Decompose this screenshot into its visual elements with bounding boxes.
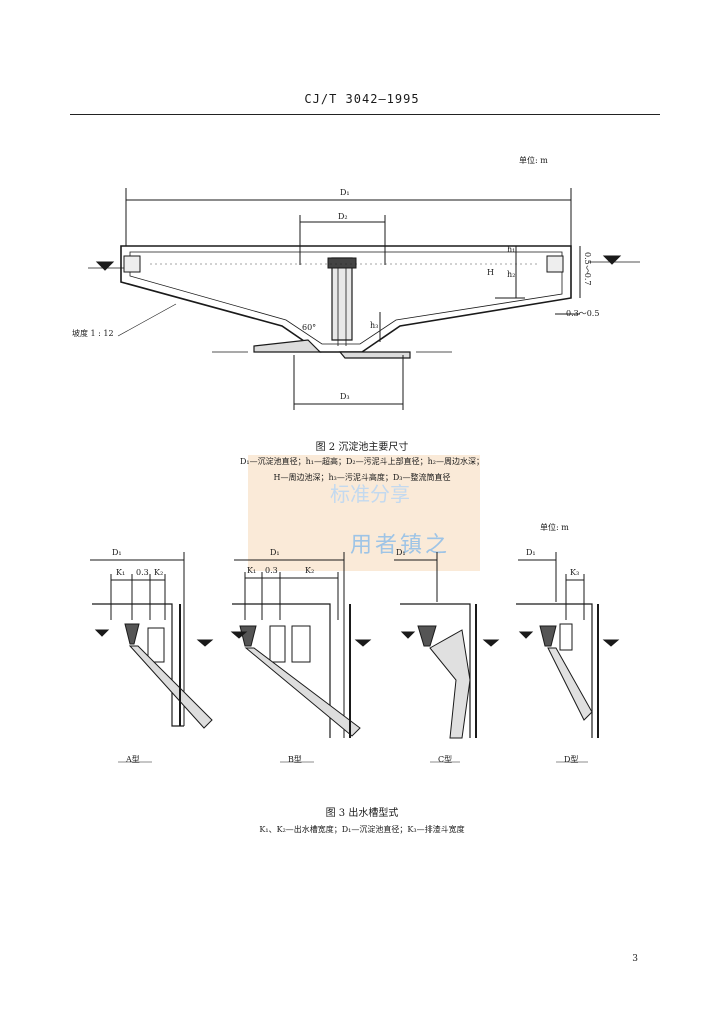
panel-a-d1-label: D₁ [112,548,122,557]
fig2-legend-line2: H—周边池深；h₃—污泥斗高度；D₃—整流筒直径 [273,473,451,482]
label-d1-top: D₁ [340,188,350,197]
panel-d-type-label: D型 [564,755,579,764]
panel-c-type-label: C型 [438,755,453,764]
panel-d-drawing [516,552,620,738]
panel-a-k1-label: K₁ [116,568,126,577]
watermark-text: 用者镇之 [350,533,451,558]
standard-code-header: CJ/T 3042—1995 [304,92,420,106]
panel-c-drawing [394,552,500,739]
panel-c-d1-label: D₁ [396,548,406,557]
panel-b-type-label: B型 [288,755,302,764]
label-h1: h₁ [507,245,516,254]
label-angle: 60° [302,323,317,332]
fig2-caption: 图 2 沉淀池主要尺寸 [315,442,409,453]
watermark-text-top: 标准分享 [330,482,410,506]
fig2-legend-line1: D₁—沉淀池直径；h₁—超高；D₂—污泥斗上部直径；h₂—周边水深； [240,457,484,466]
label-slope: 坡度 1 : 12 [72,329,114,338]
label-dim-right: 0.5～0.7 [583,252,592,286]
label-h2: h₂ [507,270,516,279]
page-number: 3 [632,954,638,964]
fig2-unit: 单位: m [519,156,548,165]
panel-a-k2-label: K₂ [154,568,164,577]
panel-b-d1-label: D₁ [270,548,280,557]
label-d3-bottom: D₃ [340,392,350,401]
label-H: H [487,268,494,277]
panel-a-type-label: A型 [126,755,140,764]
label-dim-right-low: 0.3～0.5 [566,309,600,318]
panel-b-drawing [230,552,372,738]
fig3-caption: 图 3 出水槽型式 [325,808,399,819]
panel-b-dim-label: 0.3 [265,566,278,575]
panel-b-k2-label: K₂ [305,566,315,575]
panel-a-dim-label: 0.3 [136,568,149,577]
label-d2: D₂ [338,212,348,221]
fig3-unit: 单位: m [540,523,569,532]
header-rule [70,114,660,115]
panel-d-d1-label: D₁ [526,548,536,557]
panel-a-drawing [90,552,214,729]
panel-b-k1-label: K₁ [247,566,257,575]
label-h3: h₃ [370,321,379,330]
panel-d-k3-label: K₃ [570,568,580,577]
fig3-legend: K₁、K₂—出水槽宽度；D₁—沉淀池直径；K₃—排渣斗宽度 [259,825,465,834]
watermark-background [248,455,480,571]
